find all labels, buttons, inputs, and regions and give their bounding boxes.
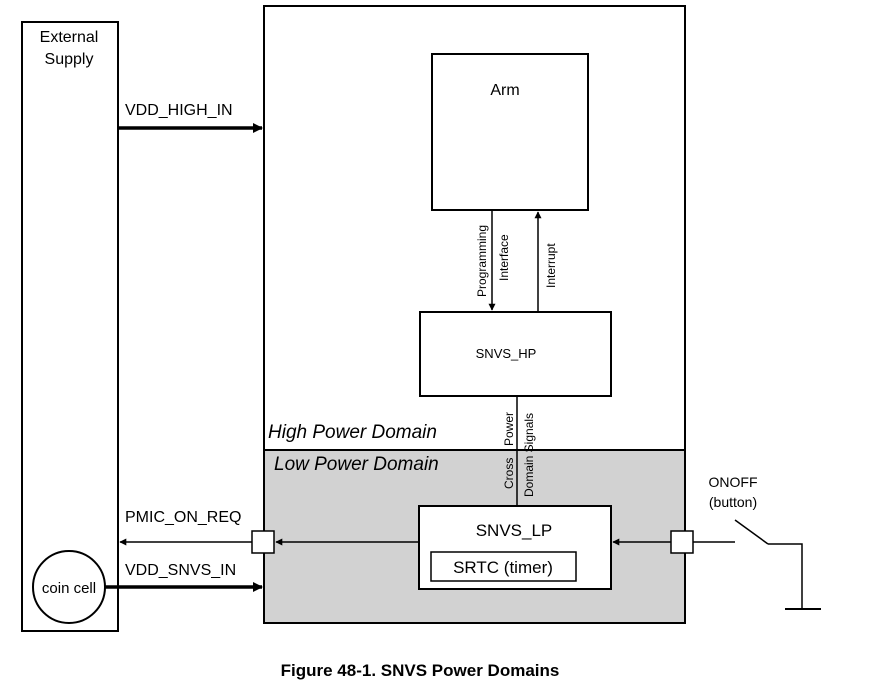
vdd-snvs-in-label: VDD_SNVS_IN bbox=[125, 562, 236, 579]
soc-outline bbox=[263, 5, 686, 624]
snvs-hp-block bbox=[419, 311, 612, 397]
low-power-domain-label: Low Power Domain bbox=[274, 454, 439, 475]
pmic-on-req-label: PMIC_ON_REQ bbox=[125, 509, 241, 526]
onoff-pad bbox=[670, 530, 694, 554]
snvs-lp-label: SNVS_LP bbox=[476, 521, 553, 540]
external-supply-box bbox=[21, 21, 119, 632]
srtc-label: SRTC (timer) bbox=[453, 558, 553, 577]
figure-caption: Figure 48-1. SNVS Power Domains bbox=[281, 661, 560, 680]
onoff-label-line1: ONOFF bbox=[709, 474, 758, 490]
interface-label: Interface bbox=[497, 234, 511, 281]
srtc-block bbox=[430, 551, 577, 582]
coin-cell-label: coin cell bbox=[42, 580, 96, 597]
cross-label: Cross bbox=[502, 458, 516, 489]
programming-label: Programming bbox=[475, 225, 489, 297]
arm-block bbox=[431, 53, 589, 211]
snvs-hp-label: SNVS_HP bbox=[476, 346, 537, 361]
domain-signals-label: Domain Signals bbox=[522, 413, 536, 497]
external-supply-label-line2: Supply bbox=[45, 51, 94, 68]
vdd-high-in-label: VDD_HIGH_IN bbox=[125, 102, 233, 119]
pmic-pad bbox=[251, 530, 275, 554]
onoff-ground-wire bbox=[768, 543, 803, 609]
power-label: Power bbox=[502, 412, 516, 446]
arm-label: Arm bbox=[490, 82, 519, 99]
external-supply-label-line1: External bbox=[40, 29, 99, 46]
onoff-label-line2: (button) bbox=[709, 494, 757, 510]
high-power-domain-label: High Power Domain bbox=[268, 422, 437, 443]
onoff-switch-contact bbox=[734, 519, 769, 545]
interrupt-label: Interrupt bbox=[544, 243, 558, 288]
